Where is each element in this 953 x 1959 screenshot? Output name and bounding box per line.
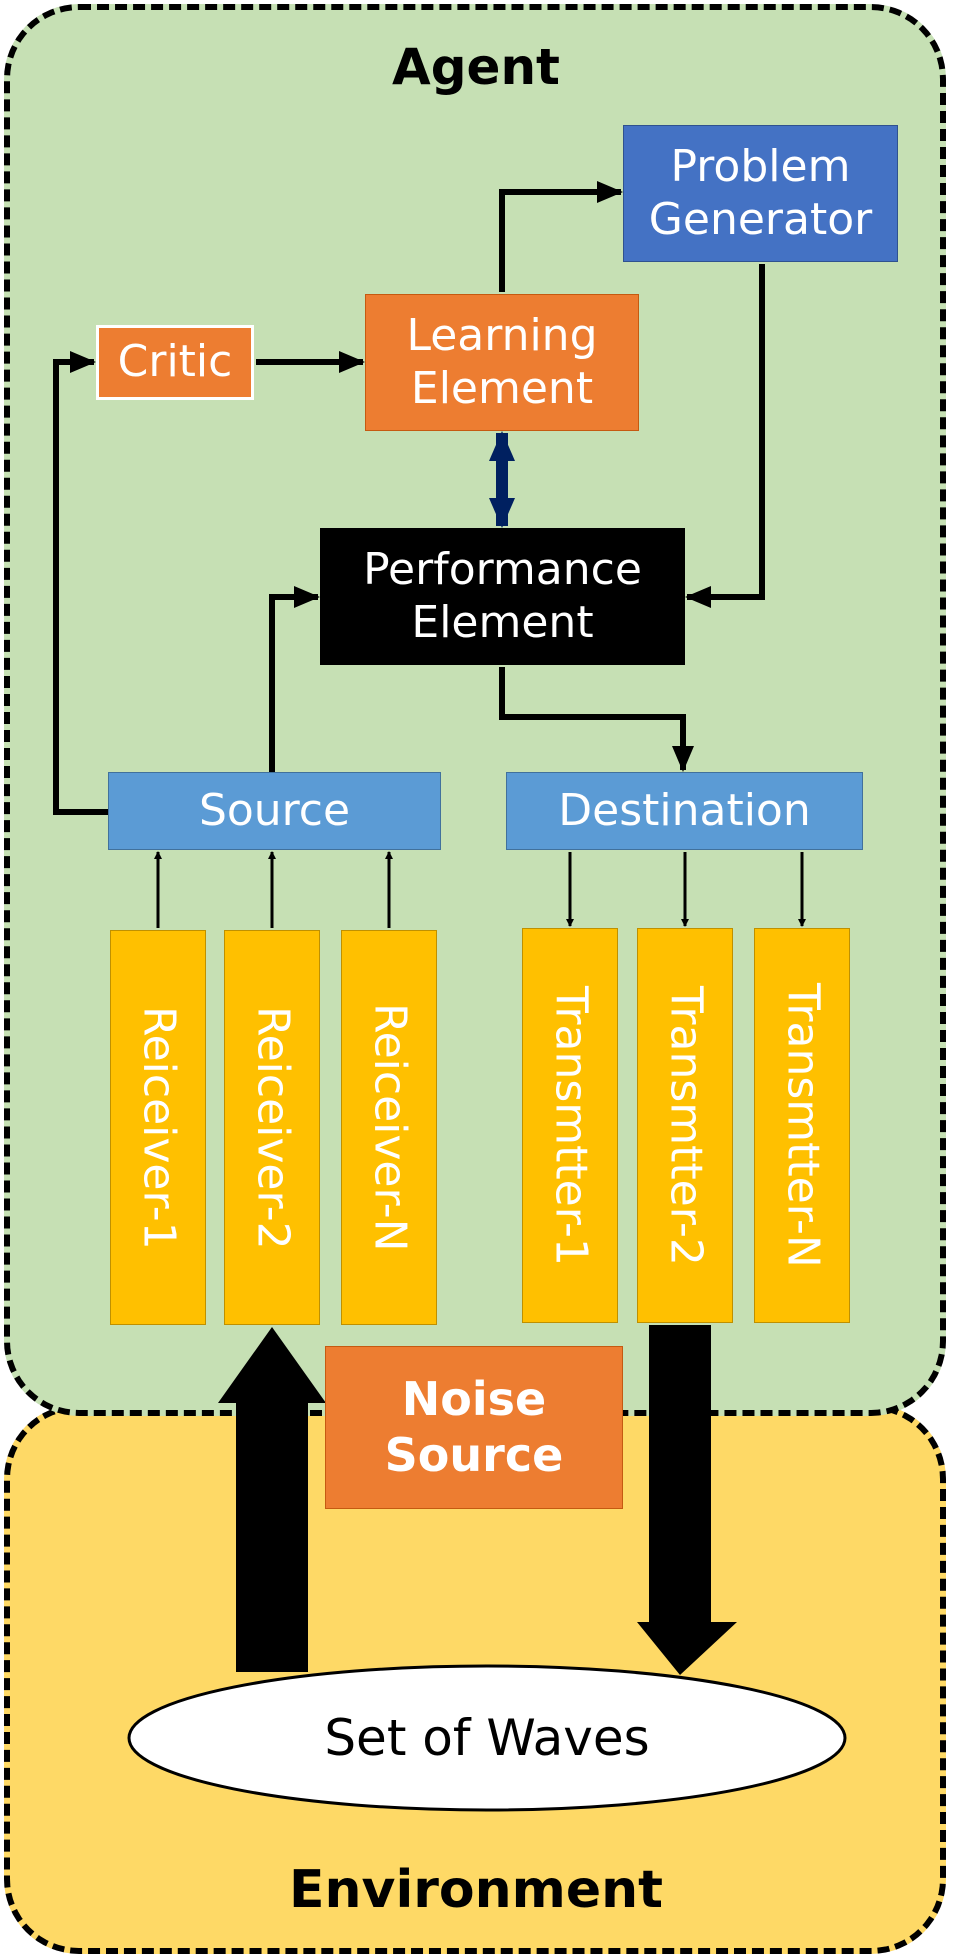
source-block: Source <box>108 772 441 850</box>
receiver-2-label: Reiceiver-2 <box>247 1005 299 1250</box>
big-arrow-transmitter-2-to-waves <box>637 1325 737 1675</box>
set-of-waves-ellipse <box>127 1664 847 1812</box>
destination-label: Destination <box>558 784 811 836</box>
environment-title: Environment <box>289 1860 663 1920</box>
critic-label: Critic <box>117 336 233 388</box>
transmitter-n-label: Transmtter-N <box>777 983 829 1268</box>
arrow-problem-generator-to-performance <box>685 264 765 608</box>
receiver-n-block: Reiceiver-N <box>341 930 437 1325</box>
arrow-performance-to-destination <box>499 667 694 772</box>
transmitter-1-block: Transmtter-1 <box>522 928 618 1323</box>
set-of-waves-label: Set of Waves <box>324 1709 650 1767</box>
performance-element-block: Performance Element <box>320 528 685 665</box>
problem-generator-label: Problem Generator <box>648 140 873 245</box>
agent-title: Agent <box>392 38 560 96</box>
transmitter-1-label: Transmtter-1 <box>545 985 597 1266</box>
problem-generator-block: Problem Generator <box>623 125 898 262</box>
big-arrow-waves-to-receiver-2 <box>218 1327 326 1672</box>
arrow-source-to-performance <box>269 586 320 772</box>
receiver-1-block: Reiceiver-1 <box>110 930 206 1325</box>
transmitter-2-block: Transmtter-2 <box>637 928 733 1323</box>
noise-source-label: Noise Source <box>384 1372 564 1482</box>
learning-element-block: Learning Element <box>365 294 639 431</box>
receiver-2-block: Reiceiver-2 <box>224 930 320 1325</box>
destination-block: Destination <box>506 772 863 850</box>
performance-element-label: Performance Element <box>363 543 642 648</box>
critic-block: Critic <box>96 325 254 400</box>
noise-source-block: Noise Source <box>325 1346 623 1509</box>
learning-element-label: Learning Element <box>406 309 598 414</box>
transmitter-2-label: Transmtter-2 <box>660 985 712 1266</box>
receiver-1-label: Reiceiver-1 <box>133 1005 185 1250</box>
set-of-waves-label-box: Set of Waves <box>250 1700 724 1776</box>
arrow-learning-to-problem-generator <box>499 181 623 292</box>
arrow-source-to-critic <box>53 351 108 815</box>
source-label: Source <box>198 784 351 836</box>
receiver-n-label: Reiceiver-N <box>364 1003 416 1252</box>
transmitter-n-block: Transmtter-N <box>754 928 850 1323</box>
